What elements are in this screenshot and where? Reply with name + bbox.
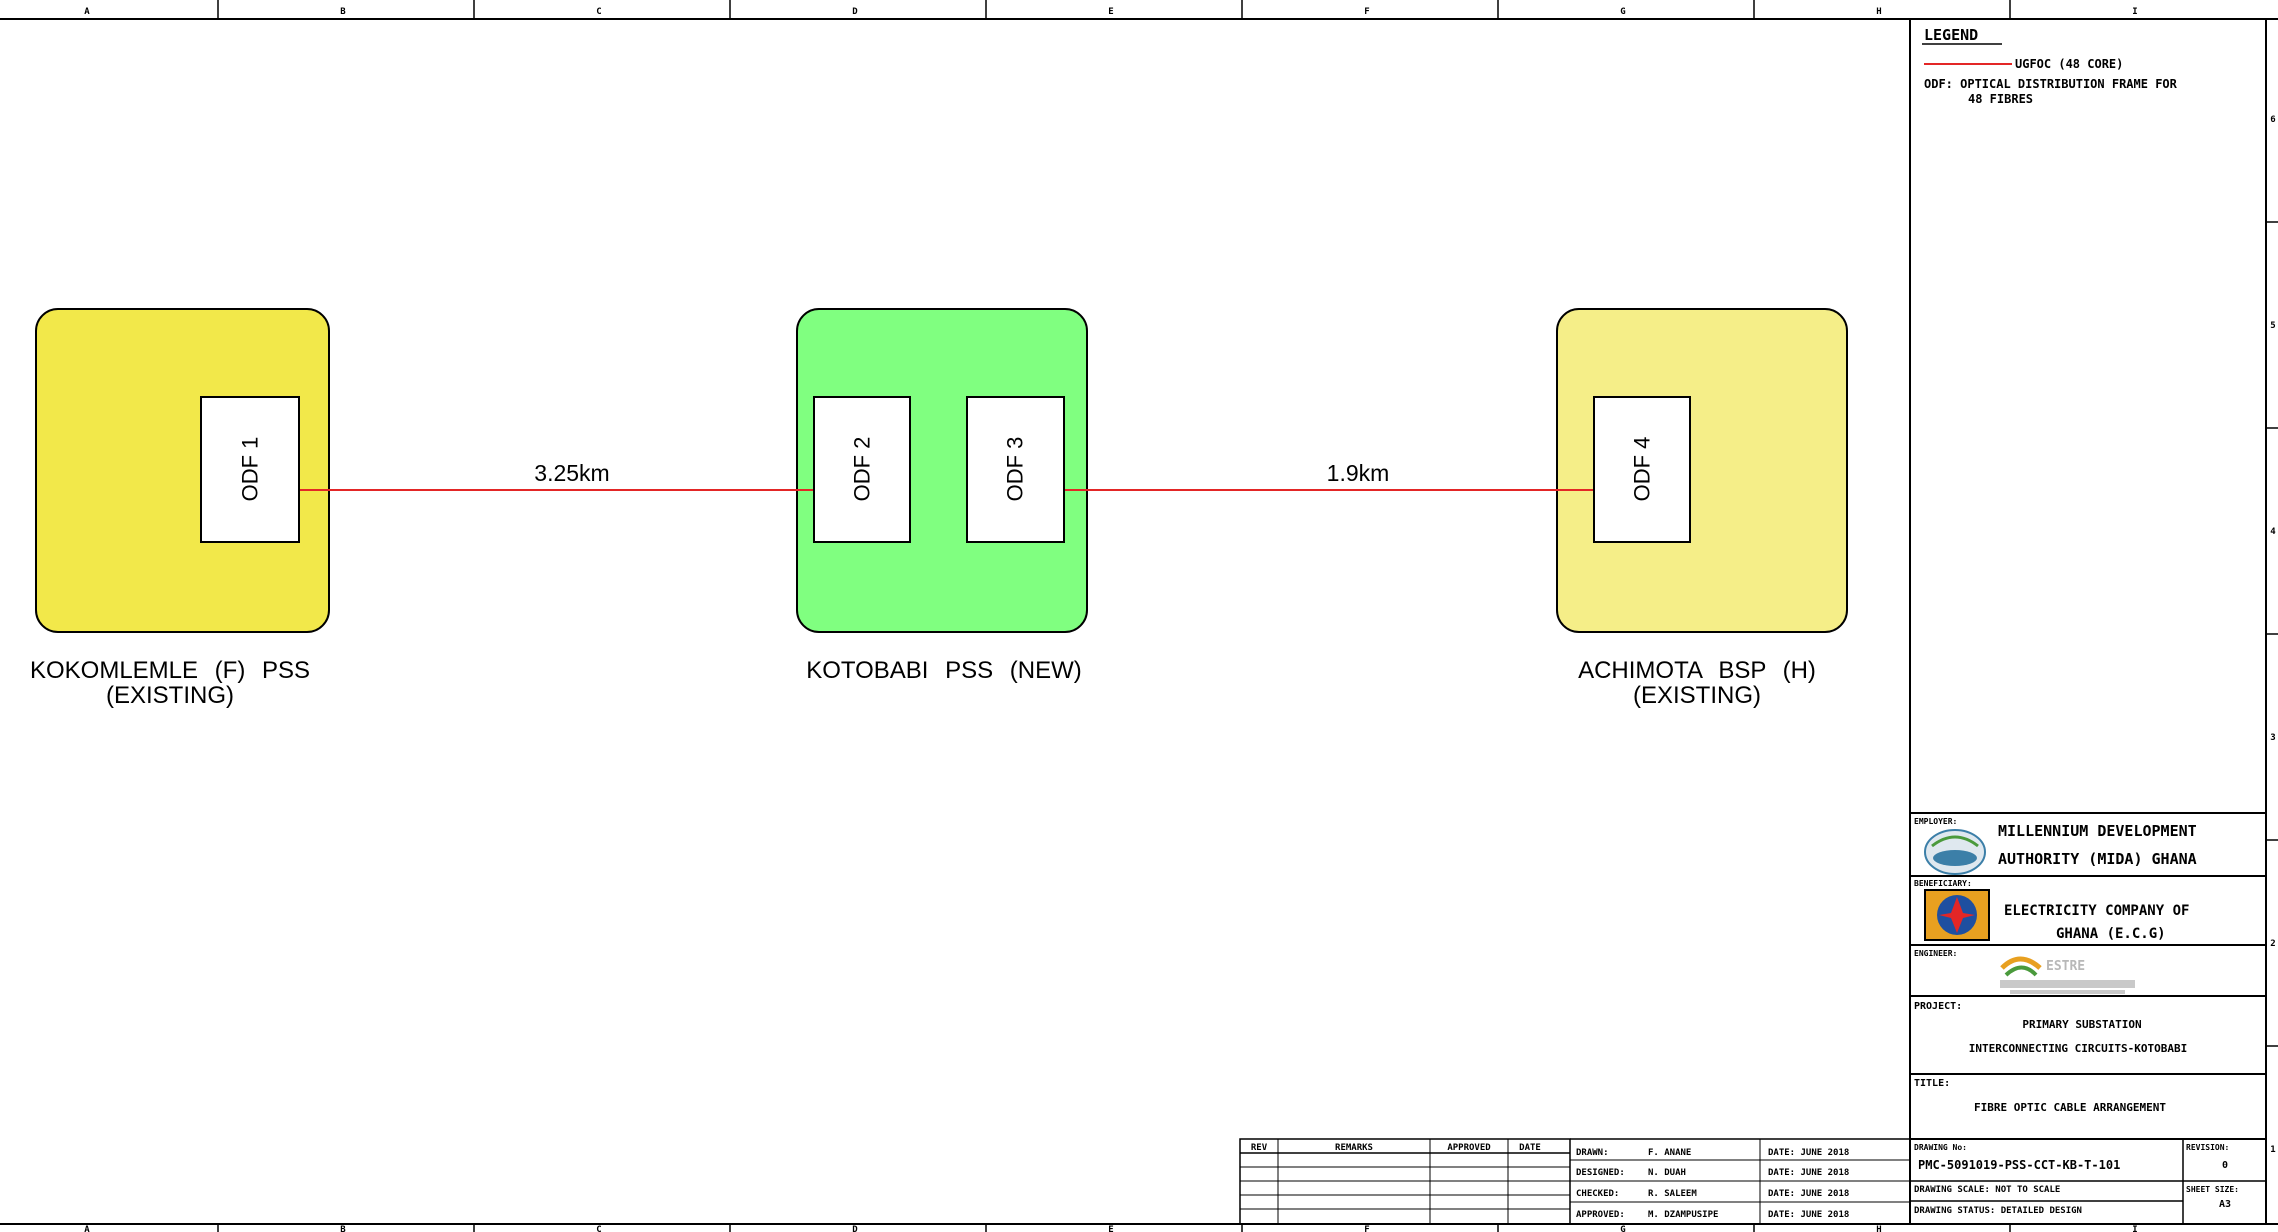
employer-label: EMPLOYER: xyxy=(1914,817,1957,826)
odf-box-4 xyxy=(1593,396,1691,543)
revision-value: 0 xyxy=(2222,1160,2228,1171)
column-zone-markers: A A B B C C D D E E F F G G H H I I xyxy=(84,0,2138,1232)
column-zone-label: D xyxy=(852,1225,858,1232)
signoff-date-designed: DATE: JUNE 2018 xyxy=(1768,1168,1849,1178)
signoff-name-approved: M. DZAMPUSIPE xyxy=(1648,1210,1718,1220)
station-box-kotobabi xyxy=(796,308,1088,633)
station-name-kokomlemle: KOKOMLEMLE (F) PSS xyxy=(30,657,310,684)
row-zone-label: 4 xyxy=(2270,527,2276,537)
engineer-logo xyxy=(2000,956,2135,994)
station-name-kotobabi: KOTOBABI PSS (NEW) xyxy=(806,657,1082,684)
column-zone-label: C xyxy=(596,1225,601,1232)
odf-label-1: ODF 1 xyxy=(238,437,263,502)
drawing-scale: DRAWING SCALE: NOT TO SCALE xyxy=(1914,1185,2060,1195)
rev-header-remarks: REMARKS xyxy=(1335,1143,1373,1153)
signoff-role-drawn: DRAWN: xyxy=(1576,1148,1609,1158)
signoff-role-approved: APPROVED: xyxy=(1576,1210,1625,1220)
rev-header-rev: REV xyxy=(1251,1143,1268,1153)
row-zone-markers: 6 5 4 3 2 1 xyxy=(2266,115,2278,1155)
signoff-date-approved: DATE: JUNE 2018 xyxy=(1768,1210,1849,1220)
column-zone-label: F xyxy=(1364,1225,1369,1232)
signoff-role-designed: DESIGNED: xyxy=(1576,1168,1625,1178)
sheet-size-value: A3 xyxy=(2219,1199,2231,1210)
project-label: PROJECT: xyxy=(1914,1001,1962,1012)
rev-header-approved: APPROVED xyxy=(1447,1143,1491,1153)
signoff-date-drawn: DATE: JUNE 2018 xyxy=(1768,1148,1849,1158)
rev-header-date: DATE xyxy=(1519,1143,1541,1153)
column-zone-label: D xyxy=(852,7,858,17)
column-zone-label: B xyxy=(340,1225,346,1232)
station-status-kokomlemle: (EXISTING) xyxy=(106,682,234,709)
odf-label-2: ODF 2 xyxy=(850,437,875,502)
signoff-role-checked: CHECKED: xyxy=(1576,1189,1619,1199)
station-box-achimota xyxy=(1556,308,1848,633)
ecg-logo xyxy=(1924,889,1990,941)
column-zone-label: H xyxy=(1876,7,1881,17)
employer-line2: AUTHORITY (MIDA) GHANA xyxy=(1998,850,2197,868)
legend-cable-label: UGFOC (48 CORE) xyxy=(2015,57,2123,71)
signoff-date-checked: DATE: JUNE 2018 xyxy=(1768,1189,1849,1199)
station-box-kokomlemle xyxy=(35,308,330,633)
column-zone-label: I xyxy=(2132,1225,2137,1232)
drawing-no-label: DRAWING No: xyxy=(1914,1143,1967,1152)
row-zone-label: 3 xyxy=(2270,733,2275,743)
column-zone-label: H xyxy=(1876,1225,1881,1232)
project-line2: INTERCONNECTING CIRCUITS-KOTOBABI xyxy=(1969,1042,2188,1055)
sheet-size-label: SHEET SIZE: xyxy=(2186,1185,2239,1194)
title-label: TITLE: xyxy=(1914,1078,1950,1089)
beneficiary-line1: ELECTRICITY COMPANY OF xyxy=(2004,903,2189,919)
column-zone-label: A xyxy=(84,7,90,17)
beneficiary-line2: GHANA (E.C.G) xyxy=(2056,926,2166,942)
drawing-no: PMC-5091019-PSS-CCT-KB-T-101 xyxy=(1918,1158,2120,1172)
signoff-name-drawn: F. ANANE xyxy=(1648,1148,1691,1158)
column-zone-label: E xyxy=(1108,7,1113,17)
engineer-label: ENGINEER: xyxy=(1914,949,1957,958)
mida-logo xyxy=(1924,829,1986,875)
legend-odf-line1: ODF: OPTICAL DISTRIBUTION FRAME FOR xyxy=(1924,77,2178,91)
row-zone-label: 2 xyxy=(2270,939,2275,949)
column-zone-label: I xyxy=(2132,7,2137,17)
column-zone-label: C xyxy=(596,7,601,17)
odf-box-1 xyxy=(200,396,300,543)
row-zone-label: 6 xyxy=(2270,115,2275,125)
column-zone-label: B xyxy=(340,7,346,17)
station-name-achimota: ACHIMOTA BSP (H) xyxy=(1578,657,1816,684)
odf-label-3: ODF 3 xyxy=(1003,437,1028,502)
odf-box-3 xyxy=(966,396,1065,543)
column-zone-label: F xyxy=(1364,7,1369,17)
odf-label-4: ODF 4 xyxy=(1630,437,1655,502)
drawing-status: DRAWING STATUS: DETAILED DESIGN xyxy=(1914,1206,2082,1216)
column-zone-label: A xyxy=(84,1225,90,1232)
employer-line1: MILLENNIUM DEVELOPMENT xyxy=(1998,822,2197,840)
drawing-title: FIBRE OPTIC CABLE ARRANGEMENT xyxy=(1974,1101,2166,1114)
project-line1: PRIMARY SUBSTATION xyxy=(2022,1018,2141,1031)
distance-label-1: 3.25km xyxy=(534,460,609,486)
distance-label-2: 1.9km xyxy=(1327,460,1390,486)
legend-odf-line2: 48 FIBRES xyxy=(1968,92,2033,106)
row-zone-label: 1 xyxy=(2270,1145,2275,1155)
row-zone-label: 5 xyxy=(2270,321,2275,331)
column-zone-label: E xyxy=(1108,1225,1113,1232)
column-zone-label: G xyxy=(1620,1225,1625,1232)
revision-label: REVISION: xyxy=(2186,1143,2229,1152)
legend-title: LEGEND xyxy=(1924,26,1978,44)
signoff-name-checked: R. SALEEM xyxy=(1648,1189,1697,1199)
signoff-name-designed: N. DUAH xyxy=(1648,1168,1686,1178)
odf-box-2 xyxy=(813,396,911,543)
station-status-achimota: (EXISTING) xyxy=(1633,682,1761,709)
beneficiary-label: BENEFICIARY: xyxy=(1914,879,1972,888)
engineer-logo-text: ESTRE xyxy=(2046,959,2085,974)
column-zone-label: G xyxy=(1620,7,1625,17)
